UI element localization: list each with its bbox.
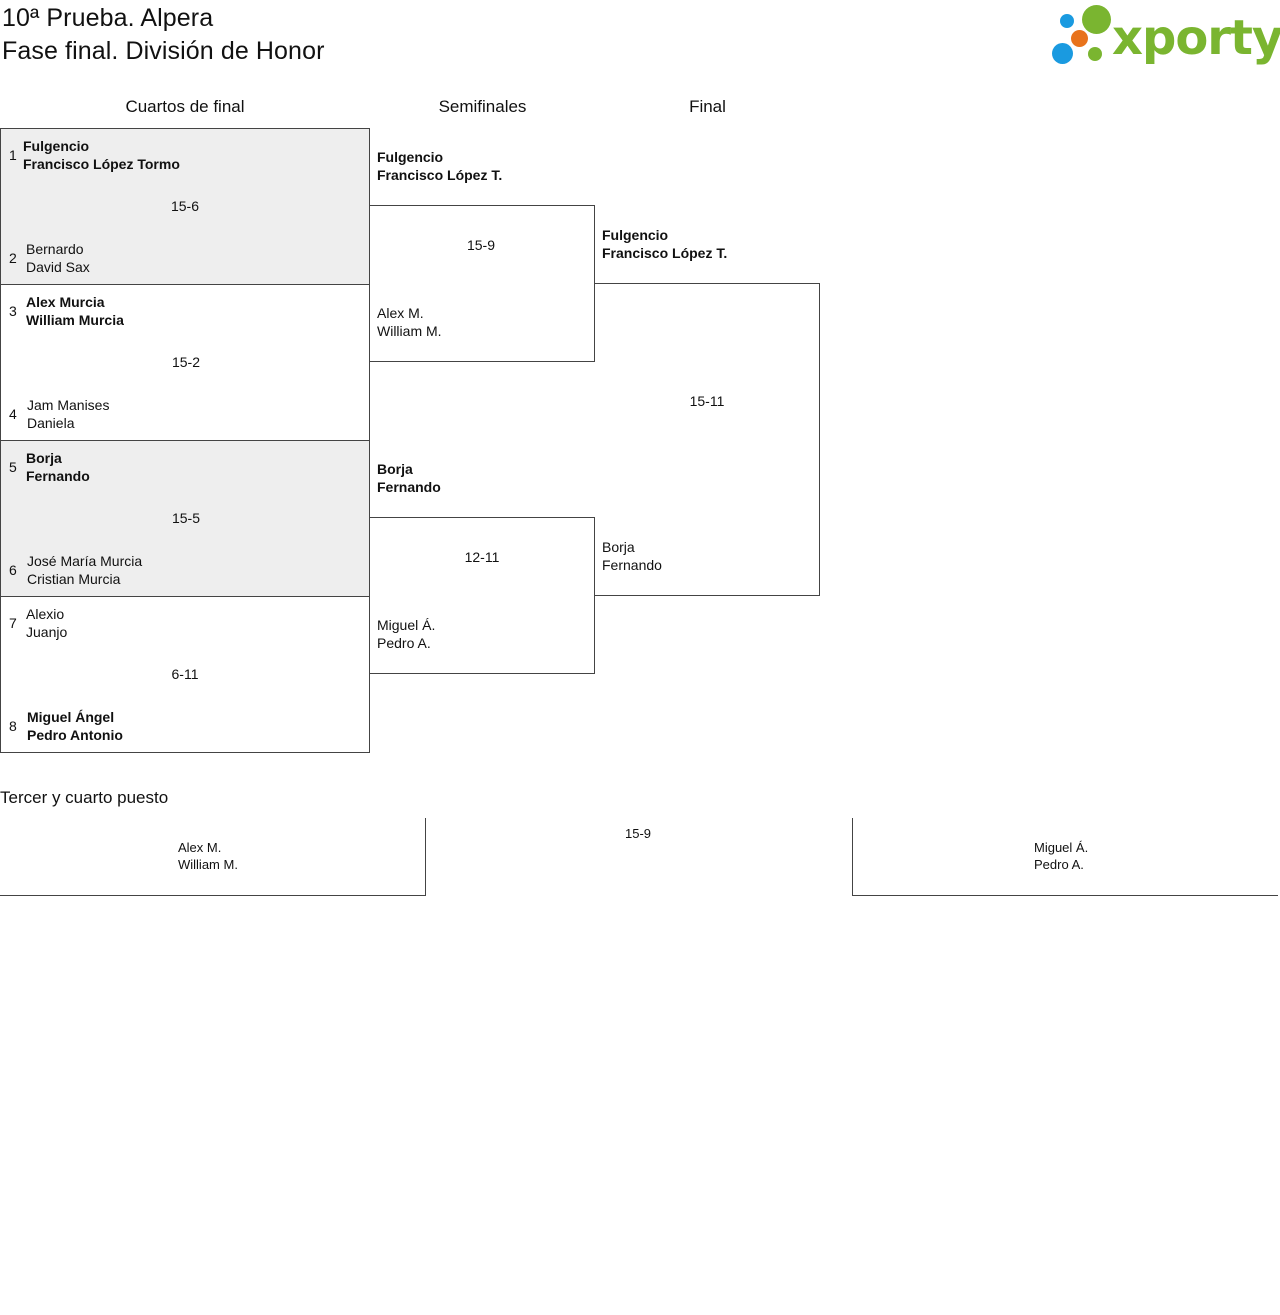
logo-dot-green-large <box>1082 5 1111 34</box>
player-name: Francisco López T. <box>377 167 503 183</box>
player-name: Fulgencio <box>602 227 669 243</box>
round-header-semifinals: Semifinales <box>438 97 527 116</box>
third-place-score: 15-9 <box>624 826 652 841</box>
player-name: Pedro Antonio <box>27 727 123 743</box>
team-entry: Fulgencio Francisco López Tormo <box>23 137 180 173</box>
semifinal-bracket-1 <box>370 205 595 362</box>
player-name: Fernando <box>602 557 662 573</box>
player-name: Borja <box>377 461 413 477</box>
player-name: Jam Manises <box>27 397 110 413</box>
third-place-center-cell: 15-9 <box>426 818 852 896</box>
player-name: Francisco López T. <box>602 245 728 261</box>
semifinal-2-top-team: Borja Fernando <box>377 460 441 496</box>
xporty-logo: xporty <box>1050 4 1280 68</box>
team-entry: José María Murcia Cristian Murcia <box>27 552 142 588</box>
quarterfinal-match-3: 5 Borja Fernando 15-5 6 José María Murci… <box>0 440 370 597</box>
player-name: Miguel Á. <box>1034 840 1089 855</box>
player-name: José María Murcia <box>27 553 143 569</box>
team-entry: Borja Fernando <box>26 449 90 485</box>
player-name: Bernardo <box>26 241 84 257</box>
player-name: Fulgencio <box>23 138 90 154</box>
logo-dot-green-small <box>1088 47 1102 61</box>
player-name: Cristian Murcia <box>27 571 121 587</box>
player-name: Juanjo <box>26 624 68 640</box>
logo-dot-blue-small <box>1060 14 1074 28</box>
player-name: Fernando <box>26 468 90 484</box>
seed-number: 8 <box>9 718 17 734</box>
page-title: 10ª Prueba. Alpera <box>2 4 214 32</box>
player-name: William M. <box>377 323 442 339</box>
final-score: 15-11 <box>689 393 725 409</box>
round-header-quarterfinals: Cuartos de final <box>125 97 245 116</box>
player-name: Alexio <box>26 606 65 622</box>
player-name: William M. <box>178 857 238 872</box>
player-name: David Sax <box>26 259 90 275</box>
third-place-right-team: Miguel Á. Pedro A. <box>1034 839 1088 873</box>
player-name: Alex Murcia <box>26 294 105 310</box>
player-name: Pedro A. <box>377 635 431 651</box>
team-entry: Bernardo David Sax <box>26 240 90 276</box>
player-name: Fulgencio <box>377 149 444 165</box>
quarterfinal-match-4: 7 Alexio Juanjo 6-11 8 Miguel Ángel Pedr… <box>0 596 370 753</box>
third-place-title: Tercer y cuarto puesto <box>0 788 169 807</box>
seed-number: 2 <box>9 250 17 266</box>
player-name: Daniela <box>27 415 75 431</box>
player-name: Miguel Á. <box>377 617 436 633</box>
player-name: Pedro A. <box>1034 857 1084 872</box>
player-name: Francisco López Tormo <box>23 156 180 172</box>
logo-dot-blue-large <box>1052 43 1073 64</box>
seed-number: 1 <box>9 147 17 163</box>
player-name: Fernando <box>377 479 441 495</box>
quarterfinal-match-1: 1 Fulgencio Francisco López Tormo 15-6 2… <box>0 128 370 285</box>
semifinal-2-bottom-team: Miguel Á. Pedro A. <box>377 616 435 652</box>
seed-number: 3 <box>9 303 17 319</box>
final-top-team: Fulgencio Francisco López T. <box>602 226 727 262</box>
player-name: Alex M. <box>377 305 424 321</box>
semifinal-1-score: 15-9 <box>466 237 496 253</box>
seed-number: 7 <box>9 615 17 631</box>
match-score: 15-2 <box>171 354 201 370</box>
quarterfinal-match-2: 3 Alex Murcia William Murcia 15-2 4 Jam … <box>0 284 370 441</box>
match-score: 6-11 <box>171 666 199 682</box>
player-name: Alex M. <box>178 840 222 855</box>
final-bottom-team: Borja Fernando <box>602 538 662 574</box>
third-place-left-team: Alex M. William M. <box>178 839 238 873</box>
team-entry: Alexio Juanjo <box>26 605 67 641</box>
page-subtitle: Fase final. División de Honor <box>2 37 325 65</box>
logo-dot-orange <box>1071 30 1088 47</box>
semifinal-1-bottom-team: Alex M. William M. <box>377 304 442 340</box>
seed-number: 4 <box>9 406 17 422</box>
third-place-left-cell: Alex M. William M. <box>0 818 426 896</box>
semifinal-2-score: 12-11 <box>464 549 500 565</box>
team-entry: Jam Manises Daniela <box>27 396 109 432</box>
logo-wordmark: xporty <box>1112 10 1280 66</box>
match-score: 15-5 <box>171 510 201 526</box>
player-name: Borja <box>26 450 62 466</box>
match-score: 15-6 <box>170 198 200 214</box>
final-bracket <box>595 283 820 596</box>
team-entry: Alex Murcia William Murcia <box>26 293 124 329</box>
seed-number: 5 <box>9 459 17 475</box>
player-name: Borja <box>602 539 635 555</box>
team-entry: Miguel Ángel Pedro Antonio <box>27 708 123 744</box>
semifinal-1-top-team: Fulgencio Francisco López T. <box>377 148 502 184</box>
third-place-right-cell: Miguel Á. Pedro A. <box>852 818 1278 896</box>
seed-number: 6 <box>9 562 17 578</box>
semifinal-bracket-2 <box>370 517 595 674</box>
round-header-final: Final <box>689 97 726 116</box>
player-name: Miguel Ángel <box>27 709 115 725</box>
player-name: William Murcia <box>26 312 124 328</box>
